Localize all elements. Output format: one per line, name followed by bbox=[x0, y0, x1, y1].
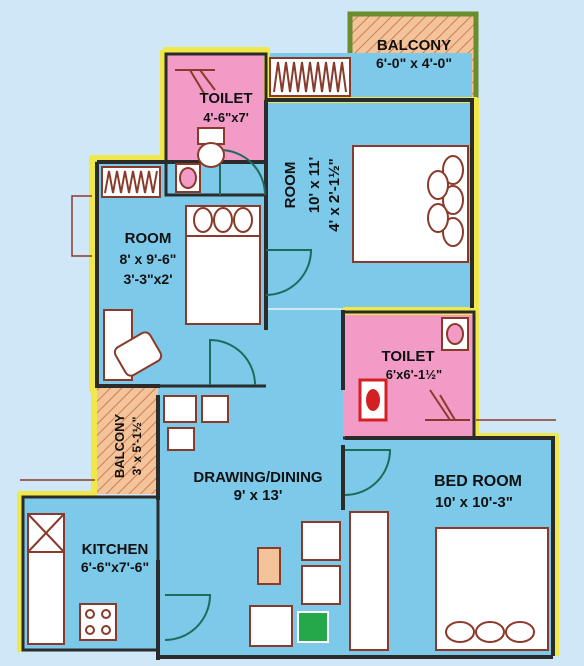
room-left-size2: 3'-3"x2' bbox=[123, 271, 172, 287]
shower-mid bbox=[425, 389, 470, 421]
wc-top bbox=[197, 127, 225, 145]
balcony-side-size: 3' x 5'-1½" bbox=[130, 417, 144, 476]
toilet-top-name: TOILET bbox=[199, 90, 252, 107]
room-right-size2: 4' x 2'-1½" bbox=[326, 158, 343, 231]
sofa-2 bbox=[301, 565, 341, 605]
table bbox=[257, 547, 281, 585]
drawing-dining-size: 9' x 13' bbox=[234, 487, 283, 504]
room-left-size1: 8' x 9'-6" bbox=[120, 251, 177, 267]
toilet-top-size: 4'-6"x7' bbox=[203, 110, 249, 125]
toilet-mid-size: 6'x6'-1½" bbox=[386, 367, 442, 382]
exterior-sketch bbox=[20, 195, 556, 481]
room-right-size1: 10' x 11' bbox=[306, 157, 323, 213]
door-toilet-mid bbox=[344, 449, 392, 496]
balcony-top-name: BALCONY bbox=[377, 37, 451, 54]
wc-bowl-top bbox=[197, 142, 225, 168]
room-right-name: ROOM bbox=[282, 162, 299, 209]
room-left-name: ROOM bbox=[125, 230, 172, 247]
balcony-top-size: 6'-0" x 4'-0" bbox=[376, 55, 452, 71]
drawing-dining-name: DRAWING/DINING bbox=[193, 469, 322, 486]
walls bbox=[21, 52, 555, 660]
door-room-left bbox=[209, 338, 256, 386]
windows bbox=[101, 57, 351, 198]
chair bbox=[113, 331, 163, 377]
dining-chair-1 bbox=[163, 395, 197, 423]
hob bbox=[297, 611, 329, 643]
bedroom-name: BED ROOM bbox=[434, 473, 522, 490]
kitchen-size: 6'-6"x7'-6" bbox=[81, 559, 149, 575]
sofa-1 bbox=[301, 521, 341, 561]
wardrobe bbox=[349, 511, 389, 651]
shower-top bbox=[175, 69, 216, 96]
bedroom-size: 10' x 10'-3" bbox=[435, 494, 513, 511]
kitchen-counter bbox=[27, 551, 65, 645]
dining-chair-2 bbox=[201, 395, 229, 423]
balcony-side-area bbox=[96, 388, 158, 494]
tv-unit bbox=[249, 605, 293, 647]
dining-chair-3 bbox=[167, 427, 195, 451]
door-main bbox=[164, 594, 212, 641]
furniture bbox=[27, 69, 549, 651]
stove bbox=[79, 603, 117, 641]
balcony-side-name: BALCONY bbox=[112, 414, 127, 479]
labels: BALCONY 6'-0" x 4'-0" TOILET 4'-6"x7' RO… bbox=[81, 37, 522, 575]
wc-mid bbox=[358, 378, 388, 422]
toilet-mid-name: TOILET bbox=[381, 348, 434, 365]
kitchen-name: KITCHEN bbox=[82, 541, 149, 558]
door-room-right bbox=[265, 249, 313, 296]
